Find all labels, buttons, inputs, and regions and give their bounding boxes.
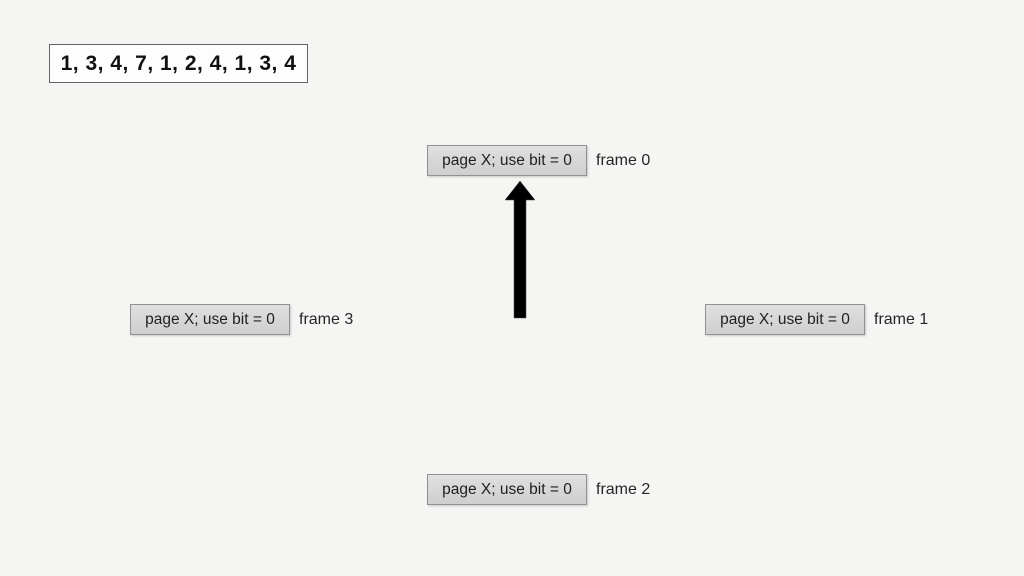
- page-box-frame-1-label: page X; use bit = 0: [720, 310, 850, 328]
- page-box-frame-0: page X; use bit = 0: [427, 145, 587, 176]
- frame-2-label: frame 2: [596, 480, 651, 498]
- frame-unit-3: page X; use bit = 0 frame 3: [130, 304, 353, 335]
- frame-unit-0: page X; use bit = 0 frame 0: [427, 145, 650, 176]
- reference-string-box: 1, 3, 4, 7, 1, 2, 4, 1, 3, 4: [49, 44, 308, 83]
- frame-1-label: frame 1: [874, 310, 929, 328]
- frame-3-label: frame 3: [299, 310, 354, 328]
- frame-0-label: frame 0: [596, 151, 651, 169]
- clock-hand-up-arrow-icon: [504, 180, 536, 319]
- page-box-frame-2-label: page X; use bit = 0: [442, 480, 572, 498]
- page-box-frame-3: page X; use bit = 0: [130, 304, 290, 335]
- frame-unit-2: page X; use bit = 0 frame 2: [427, 474, 650, 505]
- page-box-frame-2: page X; use bit = 0: [427, 474, 587, 505]
- reference-string-text: 1, 3, 4, 7, 1, 2, 4, 1, 3, 4: [60, 51, 297, 75]
- page-box-frame-0-label: page X; use bit = 0: [442, 151, 572, 169]
- frame-unit-1: page X; use bit = 0 frame 1: [705, 304, 928, 335]
- page-box-frame-3-label: page X; use bit = 0: [145, 310, 275, 328]
- page-box-frame-1: page X; use bit = 0: [705, 304, 865, 335]
